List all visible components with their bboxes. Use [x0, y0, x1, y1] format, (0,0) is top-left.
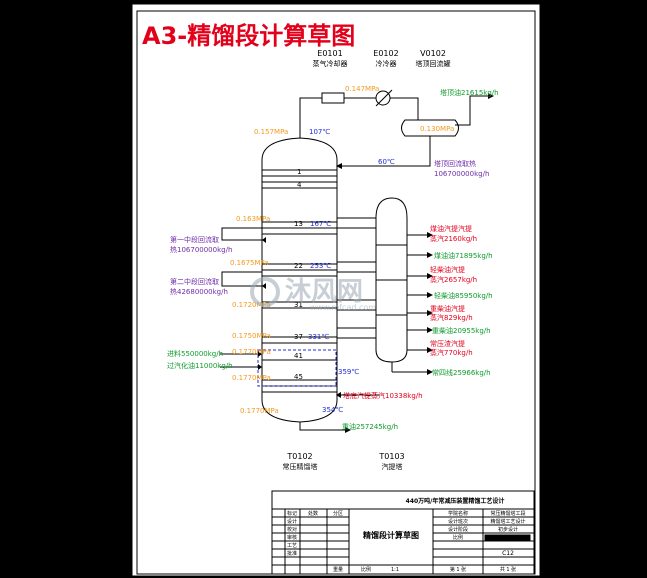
- stream-gasoline: 塔顶油21615kg/h: [440, 88, 499, 97]
- pressure-tray-13: 0.163MPa: [236, 215, 270, 223]
- stream-bottom-steam: 常压渣汽提: [430, 339, 465, 348]
- temp-bottom: 354℃: [322, 406, 343, 414]
- tb-row-process: 工艺: [287, 543, 297, 549]
- title-block: [271, 490, 535, 575]
- tray-4: 4: [297, 181, 302, 189]
- tb-head-mark: 标记: [287, 510, 297, 517]
- stream-second-reflux-2: 热42680000kg/h: [170, 287, 228, 296]
- stream-atm-gasoil: 常四线25966kg/h: [432, 368, 491, 377]
- pressure-tray-41: 0.1770MPa: [232, 348, 271, 356]
- stream-heavy-diesel-steam: 重柴油汽提: [430, 304, 465, 313]
- tb-major: 设计班次: [448, 518, 468, 525]
- stream-first-reflux: 第一中段回流取: [170, 235, 219, 244]
- e0101-exchanger: [321, 92, 345, 104]
- stream-heavy-diesel-steam-2: 蒸汽829kg/h: [430, 313, 473, 322]
- pressure-tray-45: 0.1770MPa: [232, 374, 271, 382]
- tray-41: 41: [294, 352, 303, 360]
- temp-tray-37: 331℃: [308, 333, 329, 341]
- stream-kerosene-steam-2: 蒸汽2160kg/h: [430, 234, 477, 243]
- tray-22: 22: [294, 262, 303, 270]
- tb-bottom-total: 共 1 张: [500, 566, 516, 573]
- tray-31: 31: [294, 301, 303, 309]
- tb-school: 学院名称: [448, 510, 468, 517]
- t0102-tag: T0102: [286, 452, 312, 461]
- tb-stage-value: 初步设计: [498, 526, 518, 533]
- stream-top-reflux-1: 塔顶回流取热: [434, 159, 476, 168]
- pressure-top: 0.157MPa: [254, 128, 288, 136]
- temp-reflux: 60℃: [378, 158, 395, 166]
- tb-bottom-weight: 重量: [333, 566, 343, 573]
- tb-head-count: 处数: [308, 510, 318, 517]
- stream-top-reflux-2: 106700000kg/h: [434, 170, 489, 178]
- stream-heavy-diesel: 重柴油20955kg/h: [432, 326, 491, 335]
- v0102-name: 塔顶回流罐: [416, 59, 451, 68]
- e0102-tag: E0102: [373, 49, 398, 58]
- tb-drawing: 精馏段计算草图: [363, 530, 419, 540]
- tb-bottom-sheet: 第 1 张: [450, 566, 466, 573]
- pressure-bottom: 0.1770MPa: [240, 407, 279, 415]
- tb-bottom-ratio: 1:1: [391, 567, 399, 573]
- stream-light-diesel-steam-2: 蒸汽2657kg/h: [430, 275, 477, 284]
- t0103-name: 汽提塔: [382, 462, 403, 471]
- tb-school-value: 常压精馏塔工段: [490, 510, 525, 517]
- temp-tray-22: 253℃: [310, 262, 331, 270]
- tb-row-approve: 批准: [287, 550, 297, 557]
- temp-top: 107℃: [309, 128, 330, 136]
- tb-row-review: 审核: [287, 534, 297, 541]
- stream-bottom-steam-2: 蒸汽770kg/h: [430, 348, 473, 357]
- tray-45: 45: [294, 373, 303, 381]
- watermark-url: www.mfcad.com: [310, 303, 376, 312]
- tb-major-value: 精馏塔工艺设计: [490, 518, 525, 525]
- pressure-drum: 0.130MPa: [420, 125, 454, 133]
- e0101-name: 蒸气冷却器: [313, 59, 348, 68]
- pressure-condenser: 0.147MPa: [345, 85, 379, 93]
- main-column: [261, 137, 338, 423]
- pressure-tray-22: 0.1675MPa: [230, 259, 269, 267]
- e0102-cooler: [375, 90, 391, 106]
- tb-head-zone: 分区: [333, 510, 343, 517]
- tb-row-design: 设计: [287, 518, 297, 525]
- e0102-name: 冷冷器: [376, 59, 397, 68]
- stream-feed: 进料550000kg/h: [167, 349, 223, 358]
- watermark-logo: 沐风网 www.mfcad.com: [250, 277, 376, 312]
- tb-row-check: 校对: [287, 526, 297, 533]
- tray-13: 13: [294, 220, 303, 228]
- temp-feed: 359℃: [338, 368, 359, 376]
- tray-1: 1: [297, 168, 301, 176]
- stream-over-vapor: 过汽化油11000kg/h: [167, 361, 233, 370]
- stream-first-reflux-2: 热106700000kg/h: [170, 245, 232, 254]
- page-title: A3-精馏段计算草图: [142, 22, 355, 50]
- stream-second-reflux: 第二中段回流取: [170, 277, 219, 286]
- v0102-tag: V0102: [420, 49, 446, 58]
- e0101-tag: E0101: [317, 49, 342, 58]
- overhead-vapor-line: [299, 97, 322, 138]
- temp-tray-13: 167℃: [310, 220, 331, 228]
- watermark-name: 沐风网: [285, 277, 363, 307]
- tb-bottom-scale: 比例: [361, 566, 371, 573]
- tb-project: 440万吨/年常减压装置精馏工艺设计: [406, 497, 505, 505]
- pressure-tray-31: 0.1720MPa: [232, 301, 271, 309]
- stream-kerosene-steam: 煤油汽提汽提: [430, 224, 472, 233]
- pressure-tray-37: 0.1750MPa: [232, 332, 271, 340]
- stream-light-diesel: 轻柴油85950kg/h: [434, 291, 493, 300]
- stream-kerosene: 煤油油71895kg/h: [434, 251, 493, 260]
- v0102-reflux-drum: [401, 119, 459, 137]
- tray-37: 37: [294, 333, 303, 341]
- t0102-name: 常压精馏塔: [283, 462, 318, 471]
- tb-stage: 设计阶段: [448, 526, 468, 533]
- t0103-tag: T0103: [378, 452, 404, 461]
- stream-residue: 重油257245kg/h: [342, 422, 398, 431]
- stream-light-diesel-steam: 轻柴油汽提: [430, 265, 465, 274]
- stream-bottom-strip-steam: 塔底汽提蒸汽10338kg/h: [343, 391, 423, 400]
- tb-scale: 比例: [453, 534, 463, 541]
- tb-number: C12: [502, 550, 514, 557]
